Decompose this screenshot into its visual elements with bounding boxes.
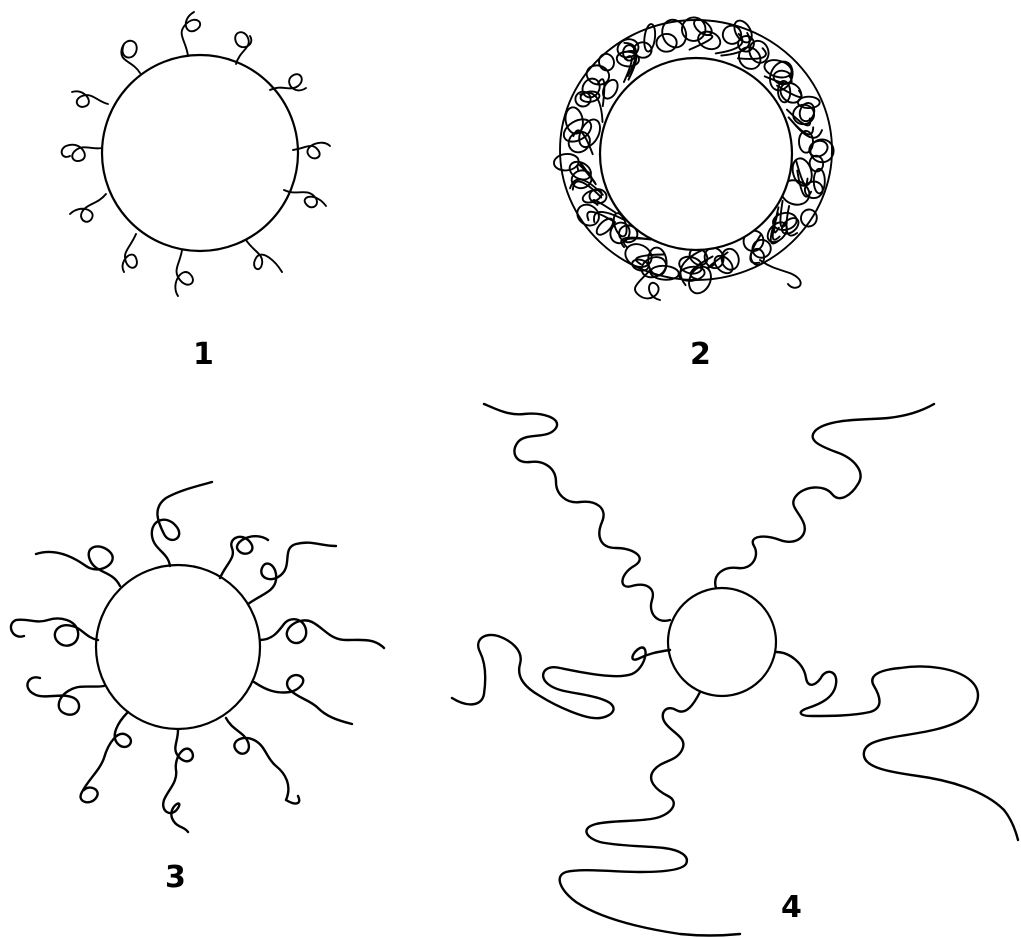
panel-1: 1 (62, 12, 330, 372)
panel-1-chain (62, 145, 102, 161)
panel-1-chain (175, 250, 193, 296)
panel-3-chain (81, 712, 131, 802)
panel-1-chain (123, 234, 137, 272)
panel-1-chain (235, 32, 251, 64)
panel-2-chain-loop (779, 215, 801, 237)
panel-1-chain (72, 91, 108, 107)
panel-2-chain-segment (690, 35, 713, 50)
panel-1-chain (121, 41, 140, 73)
panel-3-chain (152, 482, 212, 566)
panel-3-chain (260, 619, 384, 648)
panel-2: 2 (553, 13, 834, 372)
panel-2-chain-loop (564, 106, 585, 135)
panel-4-chain (484, 404, 670, 621)
panel-4-label: 4 (781, 890, 802, 925)
panel-1-core-particle (102, 55, 298, 251)
panel-2-label: 2 (690, 337, 711, 372)
panel-1-chain (70, 194, 106, 222)
panel-1-chain (270, 74, 306, 90)
panel-3: 3 (11, 482, 384, 895)
panel-1-chain (182, 12, 201, 56)
panel-2-chain-loop (677, 13, 710, 46)
panel-1-chain (246, 240, 282, 272)
panel-4-core-particle (668, 588, 776, 696)
panel-3-chain (27, 677, 104, 714)
panel-2-core-particle (600, 58, 792, 250)
panel-3-chain (248, 543, 336, 604)
panel-4: 4 (452, 404, 1018, 936)
panel-3-core-particle (96, 565, 260, 729)
panel-3-label: 3 (165, 860, 186, 895)
panel-2-chain-tail (760, 260, 801, 288)
panel-3-chain (254, 675, 352, 724)
panel-3-chain (226, 718, 299, 803)
panel-4-chain (560, 692, 740, 936)
panel-4-chain (452, 635, 670, 718)
panel-1-chain (284, 190, 326, 207)
panel-3-chain (11, 619, 98, 646)
panel-4-chain (776, 652, 1018, 840)
panel-3-chain (163, 730, 193, 832)
panel-4-chain (715, 404, 934, 588)
panel-1-label: 1 (193, 337, 214, 372)
panel-3-chain (36, 546, 120, 586)
